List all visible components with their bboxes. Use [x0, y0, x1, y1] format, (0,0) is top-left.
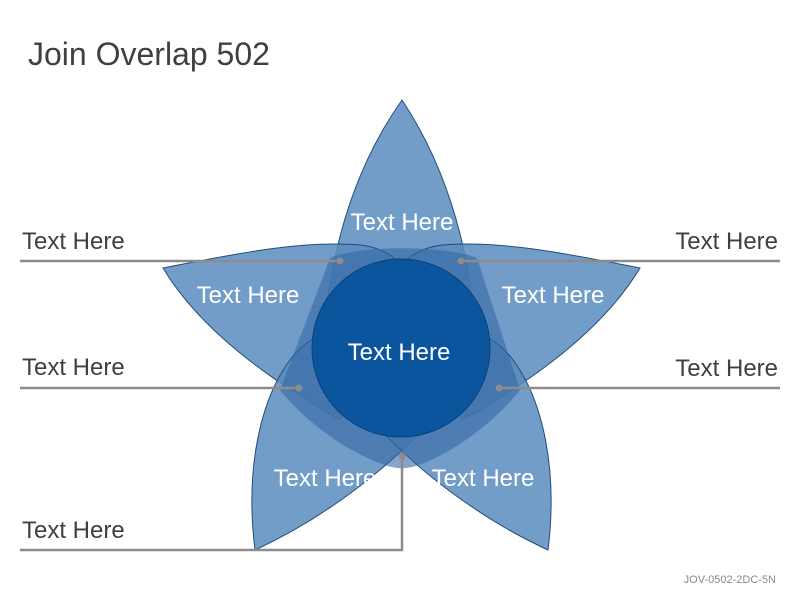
callout-top-left: Text Here: [22, 228, 125, 255]
callout-bottom-left: Text Here: [22, 517, 125, 544]
petal-label-bottom-left: Text Here: [274, 465, 377, 492]
connector-top-left-dot: [336, 257, 344, 265]
diagram-code: JOV-0502-2DC-5N: [683, 574, 776, 586]
petal-label-bottom-right: Text Here: [432, 465, 535, 492]
connector-mid-right-dot: [495, 384, 503, 392]
center-label: Text Here: [348, 339, 451, 366]
callout-mid-left: Text Here: [22, 354, 125, 381]
page-title: Join Overlap 502: [28, 36, 270, 72]
callout-mid-right: Text Here: [675, 355, 778, 382]
callout-top-right: Text Here: [675, 228, 778, 255]
petal-label-left: Text Here: [197, 282, 300, 309]
petal-label-top: Text Here: [351, 209, 454, 236]
connector-bottom-left: [20, 456, 404, 552]
center-circle: [311, 258, 491, 438]
connector-top-right-dot: [457, 257, 465, 265]
petal-label-right: Text Here: [502, 282, 605, 309]
connector-bottom-left-dot: [398, 452, 406, 460]
connector-mid-left-dot: [295, 384, 303, 392]
connector-lines: [20, 257, 780, 552]
